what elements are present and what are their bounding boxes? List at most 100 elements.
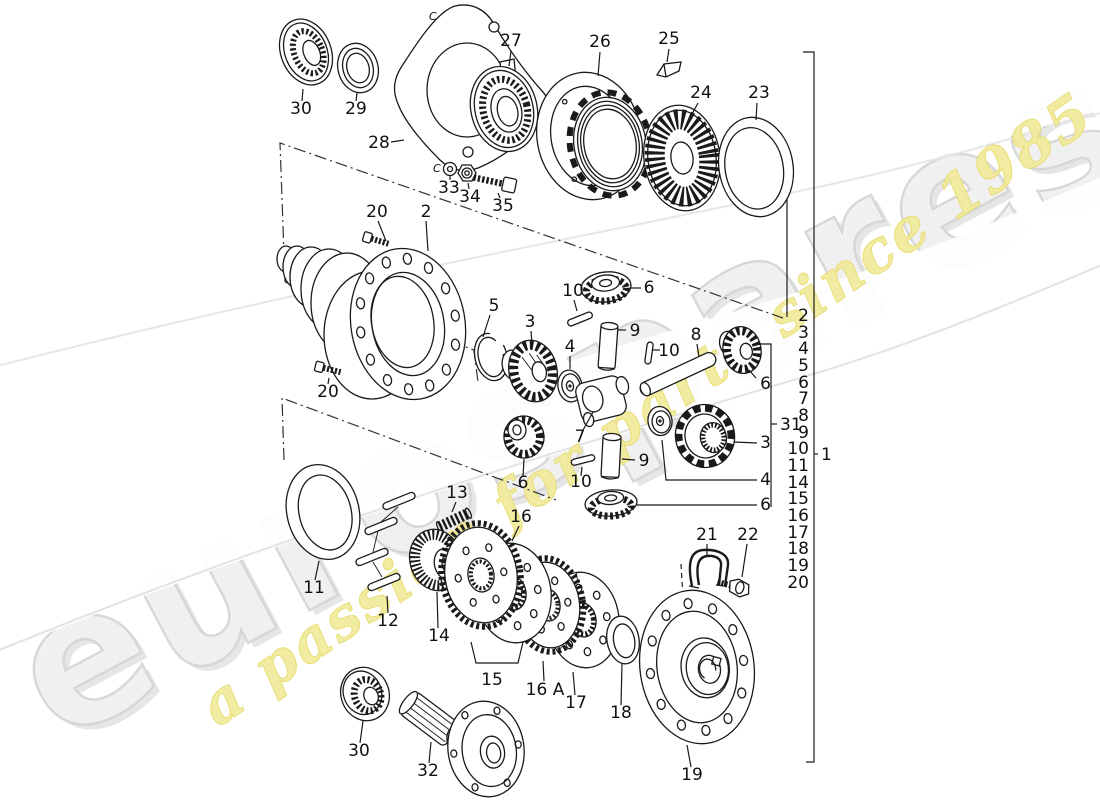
part-33-washer (442, 161, 458, 177)
index-item: 16 (787, 506, 809, 526)
label-10-bottom: 10 (570, 472, 592, 492)
label-29: 29 (345, 99, 367, 119)
label-8: 8 (691, 325, 702, 345)
label-28: 28 (368, 133, 390, 153)
index-item: 8 (798, 406, 809, 426)
part-2-differential-housing (276, 245, 467, 401)
flange-bolt-holes (355, 252, 461, 396)
part-12-pins (355, 491, 416, 592)
label-23: 23 (748, 83, 770, 103)
index-item: 4 (798, 339, 809, 359)
label-31: 31 (780, 415, 802, 435)
part-6-bevel-gear-top (580, 271, 632, 305)
part-20-bolt-top (361, 231, 390, 247)
part-34-nut (457, 164, 477, 182)
label-34: 34 (459, 187, 481, 207)
label-19: 19 (681, 765, 703, 785)
part-3-side-gear-left (501, 339, 558, 403)
label-16: 16 (510, 507, 532, 527)
part-22-bolt (716, 578, 750, 598)
part-18-ring (606, 615, 640, 665)
label-7: 7 (575, 427, 586, 447)
part-26-carrier-ring (535, 71, 654, 201)
index-item: 14 (787, 473, 809, 493)
part-11-shim-ring (285, 463, 361, 561)
label-group-4: 4 (760, 470, 771, 490)
label-6-lower-left: 6 (518, 473, 529, 493)
index-item: 2 (798, 306, 809, 326)
part-8-shaft (639, 351, 717, 397)
part-29-seal-ring (336, 42, 380, 94)
label-30-top: 30 (290, 99, 312, 119)
part-30-bearing-top (278, 18, 334, 86)
part-6-bevel-gear-right (718, 325, 762, 375)
label-35: 35 (492, 196, 514, 216)
label-9-bottom: 9 (639, 451, 650, 471)
part-6-bevel-gear-lower-left (503, 415, 545, 459)
callout-labels: 30 29 28 27 26 25 24 23 33 34 35 20 2 20… (290, 29, 832, 785)
label-25: 25 (658, 29, 680, 49)
label-13: 13 (446, 483, 468, 503)
part-10-pin-bottom (570, 454, 596, 466)
part-16-toothed-disc (438, 520, 524, 630)
label-27: 27 (500, 31, 522, 51)
part-30-bearing-bottom (339, 666, 391, 722)
index-item: 10 (787, 439, 809, 459)
part-20-bolt-bottom (313, 360, 342, 376)
index-item: 5 (798, 356, 809, 376)
label-1: 1 (821, 445, 832, 465)
panel-a-outline (279, 142, 784, 319)
label-10-middle: 10 (658, 341, 680, 361)
part-24-crown-gear (643, 104, 721, 212)
label-group-6b: 6 (760, 495, 771, 515)
part-19-flange (638, 589, 756, 745)
index-item: 7 (798, 389, 809, 409)
index-item: 6 (798, 373, 809, 393)
index-item: 17 (787, 523, 809, 543)
label-20-top: 20 (366, 202, 388, 222)
part-27-bearing (469, 65, 539, 153)
label-30-bottom: 30 (348, 741, 370, 761)
label-group-6a: 6 (760, 374, 771, 394)
part-3-side-gear-right (674, 403, 736, 469)
label-14: 14 (428, 626, 450, 646)
label-32: 32 (417, 761, 439, 781)
label-2: 2 (421, 202, 432, 222)
label-group-3: 3 (760, 433, 771, 453)
index-item: 9 (798, 423, 809, 443)
index-item: 19 (787, 556, 809, 576)
label-26: 26 (589, 32, 611, 52)
part-23-ring (717, 116, 795, 218)
label-11: 11 (303, 578, 325, 598)
label-3-left: 3 (525, 312, 536, 332)
part-9-sleeve-top (597, 321, 619, 371)
part-4-thrust-washer-right (647, 405, 673, 437)
part-35-bolt (472, 174, 518, 194)
label-4-left: 4 (565, 337, 576, 357)
label-20-bottom: 20 (317, 382, 339, 402)
label-24: 24 (690, 83, 712, 103)
index-item: 3 (798, 323, 809, 343)
index-item: 11 (787, 456, 809, 476)
label-17: 17 (565, 693, 587, 713)
plate-mark-top: C (429, 10, 437, 23)
label-33: 33 (438, 178, 460, 198)
part-10-pin-middle (644, 341, 654, 365)
label-9-top: 9 (630, 321, 641, 341)
part-32-output-flange (398, 690, 525, 798)
label-16a: 16 A (526, 680, 565, 700)
leader-lines (301, 48, 818, 768)
part-13-spring (435, 507, 473, 533)
part-9-sleeve-bottom (600, 432, 622, 480)
plate-mark-bottom: C (433, 162, 441, 175)
label-21: 21 (696, 525, 718, 545)
label-22: 22 (737, 525, 759, 545)
flange19-holes (645, 597, 749, 737)
label-10-top: 10 (562, 281, 584, 301)
index-item: 20 (787, 573, 809, 593)
label-15: 15 (481, 670, 503, 690)
label-12: 12 (377, 611, 399, 631)
label-5: 5 (489, 296, 500, 316)
